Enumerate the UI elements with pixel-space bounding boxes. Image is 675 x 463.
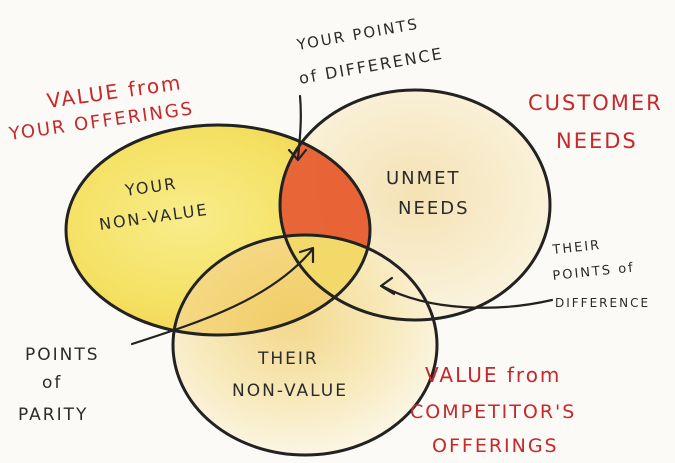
competitor-offerings-circle — [171, 233, 439, 457]
their-points-of-difference-line2: POINTS of — [552, 260, 636, 284]
points-of-parity-line1: POINTS — [25, 345, 100, 365]
customer-needs-circle — [278, 88, 552, 322]
arrow-their-points-of-difference — [380, 284, 554, 309]
their-points-of-difference-line3: DIFFERENCE — [555, 296, 650, 310]
your-points-of-difference-line2: of DIFFERENCE — [297, 44, 445, 88]
arrow-your-points-of-difference — [296, 94, 302, 160]
unmet-needs-line1: UNMET — [386, 168, 461, 189]
competitor-offerings-line2: COMPETITOR'S — [410, 401, 576, 423]
your-points-of-difference-line1: YOUR POINTS — [295, 15, 421, 54]
customer-needs-line2: NEEDS — [556, 129, 638, 153]
arrow-points-of-parity-head — [298, 246, 315, 264]
their-nonvalue-line1: THEIR — [257, 349, 319, 369]
competitor-offerings-line1: VALUE from — [425, 363, 561, 387]
unmet-needs-line2: NEEDS — [398, 198, 470, 219]
arrow-points-of-parity — [130, 248, 314, 346]
parity-overlap-fill — [173, 235, 370, 335]
arrow-your-points-of-difference-head — [287, 148, 308, 162]
their-points-of-difference-line1: THEIR — [551, 238, 602, 258]
competitor-offerings-line3: OFFERINGS — [432, 435, 559, 457]
your-offerings-circle — [64, 123, 372, 337]
points-of-parity-line3: PARITY — [18, 405, 88, 425]
customer-needs-line1: CUSTOMER — [528, 91, 663, 115]
their-nonvalue-line2: NON-VALUE — [232, 381, 348, 401]
points-of-parity-line2: of — [42, 373, 62, 393]
arrow-their-points-of-difference-head — [379, 276, 396, 296]
